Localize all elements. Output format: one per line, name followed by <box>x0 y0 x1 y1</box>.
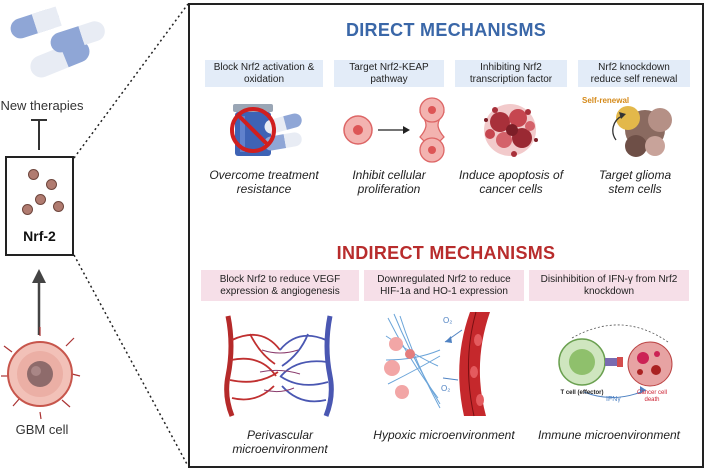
nrf2-label: Nrf-2 <box>23 228 56 244</box>
o2-label-top: O₂ <box>443 316 453 325</box>
nrf2-molecule-icon <box>28 169 39 180</box>
direct-caption-4: Target glioma stem cells <box>598 168 672 196</box>
direct-box-2: Target Nrf2-KEAP pathway <box>334 60 444 87</box>
indirect-box-1: Block Nrf2 to reduce VEGF expression & a… <box>201 270 359 301</box>
direct-box-1: Block Nrf2 activation & oxidation <box>205 60 323 87</box>
nrf2-molecule-icon <box>53 201 64 212</box>
nrf2-molecule-icon <box>46 179 57 190</box>
indirect-caption-1: Perivascular microenvironment <box>232 428 328 456</box>
o2-label-bottom: O₂ <box>441 384 451 393</box>
cancer-cell-death-label: Cancer cell death <box>636 390 667 403</box>
nrf2-molecule-icon <box>35 194 46 205</box>
indirect-box-3: Disinhibition of IFN-γ from Nrf2 knockdo… <box>529 270 689 301</box>
direct-caption-1: Overcome treatment resistance <box>209 168 319 196</box>
inhibition-arrow-icon <box>31 119 47 150</box>
direct-mechanisms-heading: DIRECT MECHANISMS <box>345 20 547 40</box>
direct-box-3: Inhibiting Nrf2 transcription factor <box>455 60 567 87</box>
indirect-box-2: Downregulated Nrf2 to reduce HIF-1a and … <box>364 270 524 301</box>
indirect-caption-3: Immune microenvironment <box>537 428 681 442</box>
gbm-cell-label: GBM cell <box>15 422 69 437</box>
direct-caption-3: Induce apoptosis of cancer cells <box>458 168 564 196</box>
nrf2-molecule-icon <box>22 204 33 215</box>
nrf2-box: Nrf-2 <box>5 156 74 256</box>
pills-icon <box>10 6 105 78</box>
activation-arrow-icon <box>32 269 46 335</box>
indirect-caption-2: Hypoxic microenvironment <box>373 428 515 442</box>
t-cell-label: T cell (effector) <box>560 390 604 396</box>
gbm-cell-icon <box>1 327 81 420</box>
indirect-mechanisms-heading: INDIRECT MECHANISMS <box>336 243 556 263</box>
self-renewal-label: Self-renewal <box>582 96 630 105</box>
therapies-label: New therapies <box>0 98 84 113</box>
connector-lines <box>73 3 189 467</box>
direct-caption-2: Inhibit cellular proliferation <box>352 168 426 196</box>
ifn-gamma-label: IFNγ <box>606 396 621 403</box>
direct-box-4: Nrf2 knockdown reduce self renewal <box>578 60 690 87</box>
